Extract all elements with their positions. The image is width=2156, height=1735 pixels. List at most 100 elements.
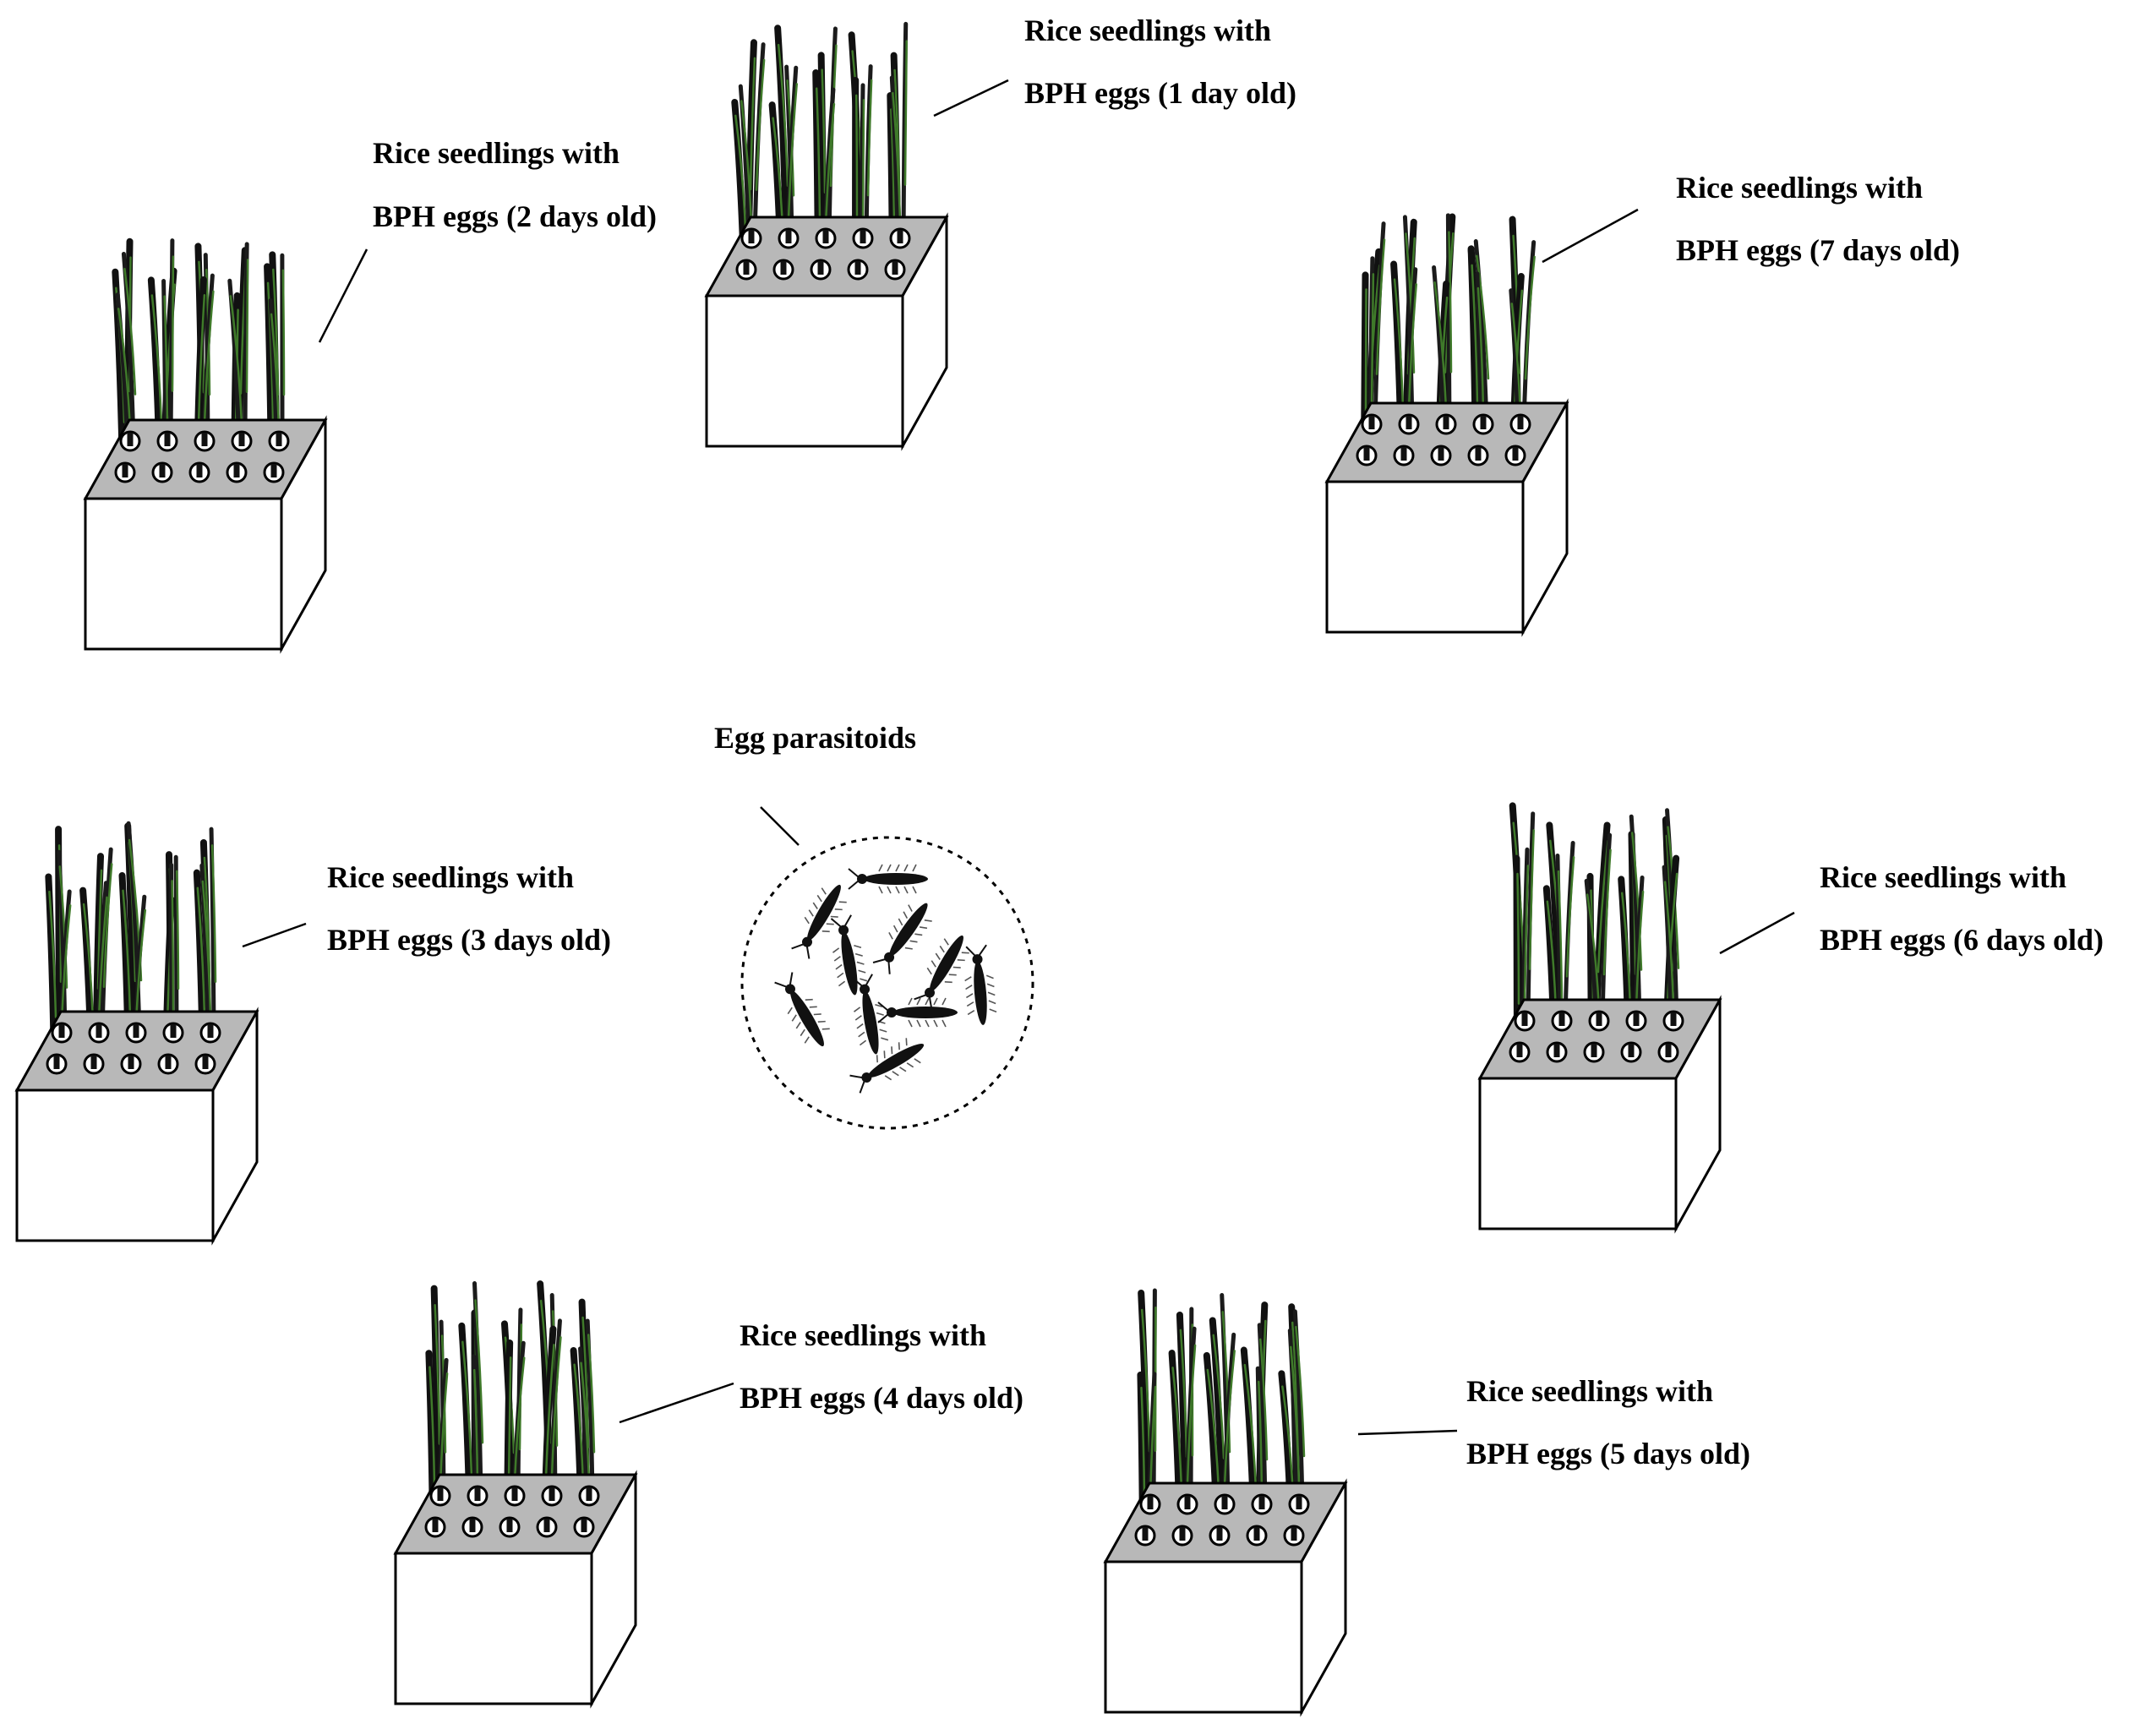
rice-leaf-highlight	[507, 1356, 512, 1482]
leaders-layer	[242, 79, 1795, 1436]
rice-leaf-highlight	[171, 880, 175, 1016]
rice-leaf-highlight	[1243, 1363, 1258, 1491]
rice-seedlings-2	[112, 237, 286, 476]
rice-leaf-highlight	[1171, 1367, 1183, 1492]
rice-leaf-highlight	[1221, 1311, 1231, 1454]
rice-leaf-highlight	[903, 40, 908, 186]
pot-front-face	[1325, 480, 1525, 634]
rice-leaf-highlight	[1620, 892, 1632, 1011]
parasitoid-wasp	[964, 944, 997, 1025]
rice-leaf-highlight	[229, 295, 243, 426]
rice-leaf-highlight	[134, 908, 147, 1023]
rice-leaf-highlight	[1206, 1368, 1220, 1492]
rice-leaf-highlight	[544, 1344, 555, 1479]
egg-parasitoids-group: Egg parasitoids	[714, 721, 1034, 1130]
rice-leaf-highlight	[581, 1316, 590, 1449]
pot-label-7-line2: BPH eggs (7 days old)	[1676, 233, 1960, 267]
pot-label-1-line2: BPH eggs (1 day old)	[1024, 76, 1296, 110]
rice-pot-4	[393, 1280, 638, 1709]
rice-pot-2	[83, 237, 328, 654]
rice-leaf-highlight	[58, 865, 68, 989]
pot-label-3: Rice seedlings with BPH eggs (3 days old…	[327, 860, 611, 957]
rice-leaf-highlight	[1448, 231, 1453, 374]
parasitoid-cluster	[774, 864, 997, 1094]
rice-leaf-highlight	[1635, 890, 1645, 1010]
pot-side-face	[590, 1470, 637, 1709]
rice-leaf-highlight	[461, 1340, 473, 1478]
pot-label-5: Rice seedlings with BPH eggs (5 days old…	[1466, 1374, 1750, 1470]
egg-parasitoids-leader	[760, 806, 800, 846]
rice-leaf-highlight	[117, 308, 132, 429]
rice-leaf-highlight	[1212, 1334, 1225, 1459]
pot-label-5-line1: Rice seedlings with	[1466, 1374, 1713, 1408]
rice-leaf-highlight	[1602, 848, 1612, 976]
rice-leaf-highlight	[270, 313, 281, 431]
rice-seedlings-1	[731, 21, 909, 273]
rice-leaf	[93, 853, 105, 1036]
rice-leaf-highlight	[60, 904, 72, 1023]
pot-side-face	[280, 415, 327, 654]
pot-label-2: Rice seedlings with BPH eggs (2 days old…	[373, 136, 657, 233]
rice-leaf-highlight	[210, 844, 217, 984]
pot-label-2-line2: BPH eggs (2 days old)	[373, 199, 657, 233]
pot-label-7: Rice seedlings with BPH eggs (7 days old…	[1676, 171, 1960, 267]
rice-leaf-highlight	[815, 87, 821, 221]
rice-leaf-highlight	[272, 268, 280, 396]
rice-leaf-highlight	[163, 295, 169, 426]
pot-front-face	[84, 497, 283, 651]
rice-leaf-highlight	[890, 108, 896, 227]
pot-label-4-line2: BPH eggs (4 days old)	[740, 1381, 1023, 1415]
rice-leaf-highlight	[1433, 281, 1448, 410]
rice-leaf-highlight	[1223, 1350, 1236, 1487]
rice-leaf-highlight	[434, 1303, 441, 1445]
rice-leaf-highlight	[854, 94, 859, 224]
rice-leaf-highlight	[734, 114, 747, 229]
rice-leaf-highlight	[1663, 881, 1675, 1007]
rice-leaf-highlight	[122, 889, 132, 1018]
parasitoid-enclosure	[740, 836, 1034, 1130]
rice-leaf-highlight	[1565, 856, 1575, 978]
rice-leaf-highlight	[1523, 865, 1530, 1003]
pot-front-face	[1478, 1077, 1678, 1230]
rice-leaf-highlight	[1586, 893, 1601, 1011]
rice-leaf-highlight	[1290, 1345, 1301, 1486]
rice-pot-1	[704, 21, 949, 451]
parasitoid-wasp	[849, 1038, 925, 1094]
pot-leader-6	[1719, 911, 1795, 955]
rice-pot-3	[14, 821, 259, 1246]
pot-label-1-line1: Rice seedlings with	[1024, 14, 1271, 47]
rice-leaf-highlight	[102, 863, 113, 989]
rice-leaf-highlight	[1186, 1344, 1197, 1486]
rice-leaf-highlight	[473, 1368, 479, 1486]
rice-leaf-highlight	[1631, 832, 1643, 971]
rice-leaf-highlight	[175, 870, 180, 990]
rice-leaf-highlight	[1510, 303, 1522, 416]
rice-leaf-highlight	[171, 255, 175, 392]
pot-side-face	[901, 212, 948, 451]
rice-leaf-highlight	[755, 58, 766, 191]
rice-leaf-highlight	[203, 290, 215, 425]
rice-leaf-highlight	[1258, 1380, 1264, 1495]
rice-pot-7	[1324, 213, 1569, 637]
rice-leaf-highlight	[150, 294, 163, 426]
rice-leaf-highlight	[123, 267, 137, 396]
rice-leaf-highlight	[281, 269, 286, 396]
egg-parasitoids-label: Egg parasitoids	[714, 721, 916, 755]
parasitoid-wasp	[848, 864, 928, 894]
pot-label-6: Rice seedlings with BPH eggs (6 days old…	[1820, 860, 2104, 957]
rice-leaf-highlight	[196, 887, 206, 1018]
rice-leaf-highlight	[201, 880, 212, 1016]
rice-leaf-highlight	[1140, 1308, 1151, 1453]
rice-leaf	[864, 64, 873, 241]
rice-leaf-highlight	[787, 83, 799, 221]
pot-label-3-line1: Rice seedlings with	[327, 860, 574, 894]
rice-leaf-highlight	[1140, 1386, 1146, 1497]
rice-leaf-highlight	[48, 890, 57, 1018]
rice-leaf-highlight	[573, 1363, 585, 1484]
pot-label-4-line1: Rice seedlings with	[740, 1318, 986, 1352]
rice-leaf-highlight	[1295, 1325, 1306, 1458]
rice-leaf-highlight	[1476, 286, 1485, 412]
pot-side-face	[1521, 398, 1569, 637]
pots-layer	[14, 21, 1722, 1717]
